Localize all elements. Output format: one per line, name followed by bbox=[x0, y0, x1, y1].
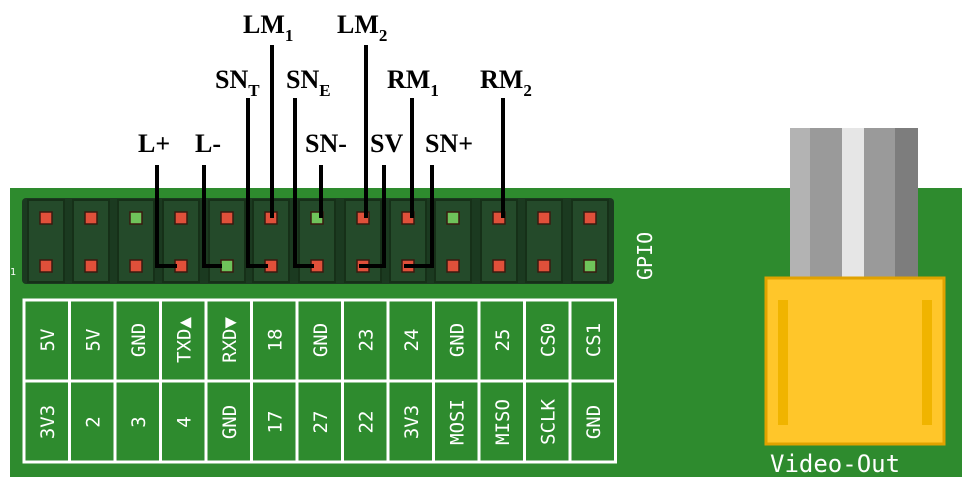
callout-label-base: SV bbox=[370, 129, 403, 158]
callout-label-base: RM bbox=[480, 65, 523, 94]
pin-label: 25 bbox=[492, 329, 514, 352]
callout-wire bbox=[155, 165, 177, 268]
gpio-pin bbox=[84, 259, 98, 273]
pin-label: 4 bbox=[173, 416, 195, 427]
callout-label-suffix: + bbox=[458, 129, 473, 158]
pin-label: TXD▲ bbox=[173, 317, 195, 363]
pin-label: 3 bbox=[128, 416, 150, 427]
callout-label-subscript: 1 bbox=[430, 81, 439, 100]
gpio-pin-ground bbox=[446, 211, 460, 225]
callout-label-base: SN bbox=[425, 129, 458, 158]
callout-label-suffix: - bbox=[212, 129, 221, 158]
pin-label: GND bbox=[128, 323, 150, 357]
gpio-pin bbox=[446, 259, 460, 273]
callout-label: LM1 bbox=[243, 10, 293, 45]
callout-label: RM2 bbox=[480, 65, 532, 100]
pin-label: 5V bbox=[82, 329, 104, 352]
pin-label: 27 bbox=[310, 411, 332, 434]
pin-label: GND bbox=[583, 405, 605, 439]
callout-label-suffix: - bbox=[338, 129, 347, 158]
callout-label-subscript: 2 bbox=[379, 26, 388, 45]
pin-label: MISO bbox=[492, 399, 514, 445]
pin-label: 18 bbox=[264, 329, 286, 352]
gpio-pin-ground bbox=[583, 259, 597, 273]
callout-wire bbox=[246, 98, 268, 268]
callout-label: LM2 bbox=[337, 10, 387, 45]
callout-wires bbox=[155, 45, 505, 268]
callout-wire bbox=[359, 165, 386, 268]
callout-label: SN- bbox=[305, 129, 347, 158]
video-connector bbox=[764, 128, 946, 446]
pin-label: 5V bbox=[37, 329, 59, 352]
callout-label-subscript: 1 bbox=[285, 26, 294, 45]
pin-label: CS0 bbox=[537, 323, 559, 357]
callout-label-base: L bbox=[195, 129, 212, 158]
pin-label: 17 bbox=[264, 411, 286, 434]
gpio-pin bbox=[39, 211, 53, 225]
pin-label: 3V3 bbox=[37, 405, 59, 439]
callout-label-base: RM bbox=[387, 65, 430, 94]
gpio-pin bbox=[583, 211, 597, 225]
callout-label-subscript: 2 bbox=[523, 81, 532, 100]
callout-wire bbox=[202, 165, 222, 268]
pin1-marker: 1 bbox=[10, 267, 16, 278]
video-out-label: Video-Out bbox=[770, 450, 900, 477]
callout-label-base: LM bbox=[337, 10, 379, 39]
gpio-pin bbox=[129, 259, 143, 273]
pin-label: 3V3 bbox=[401, 405, 423, 439]
pin-label: RXD▼ bbox=[219, 317, 241, 363]
pin-label: 23 bbox=[355, 329, 377, 352]
callout-label-suffix: + bbox=[155, 129, 170, 158]
gpio-label: GPIO bbox=[633, 232, 657, 280]
callout-label-base: SN bbox=[286, 65, 319, 94]
callout-label: RM1 bbox=[387, 65, 439, 100]
gpio-pin bbox=[537, 259, 551, 273]
gpio-pin bbox=[174, 211, 188, 225]
callout-label-base: SN bbox=[305, 129, 338, 158]
callout-label: SNT bbox=[215, 65, 260, 100]
callout-label-subscript: T bbox=[248, 81, 260, 100]
callout-label: SV bbox=[370, 129, 403, 158]
callout-label-base: LM bbox=[243, 10, 285, 39]
gpio-header bbox=[22, 198, 614, 284]
callout-label: L+ bbox=[138, 129, 170, 158]
gpio-pin-ground bbox=[220, 259, 234, 273]
gpio-pin bbox=[84, 211, 98, 225]
pin-label: 24 bbox=[401, 329, 423, 352]
pin-label: SCLK bbox=[537, 399, 559, 445]
pin-label: MOSI bbox=[446, 399, 468, 445]
callout-wire bbox=[404, 165, 434, 268]
callout-label: L- bbox=[195, 129, 221, 158]
gpio-pin-ground bbox=[129, 211, 143, 225]
pin-label: 22 bbox=[355, 411, 377, 434]
callout-label-base: SN bbox=[215, 65, 248, 94]
callout-label-base: L bbox=[138, 129, 155, 158]
pin-label: GND bbox=[219, 405, 241, 439]
callout-wire bbox=[293, 98, 314, 268]
gpio-pin bbox=[39, 259, 53, 273]
pin-label: 2 bbox=[82, 416, 104, 427]
pin-label: GND bbox=[310, 323, 332, 357]
pin-label: CS1 bbox=[583, 323, 605, 357]
gpio-pin bbox=[220, 211, 234, 225]
gpio-pin bbox=[492, 259, 506, 273]
pin-label: GND bbox=[446, 323, 468, 357]
callout-label-subscript: E bbox=[319, 81, 330, 100]
callout-label: SNE bbox=[286, 65, 331, 100]
callout-label: SN+ bbox=[425, 129, 473, 158]
gpio-pin bbox=[537, 211, 551, 225]
